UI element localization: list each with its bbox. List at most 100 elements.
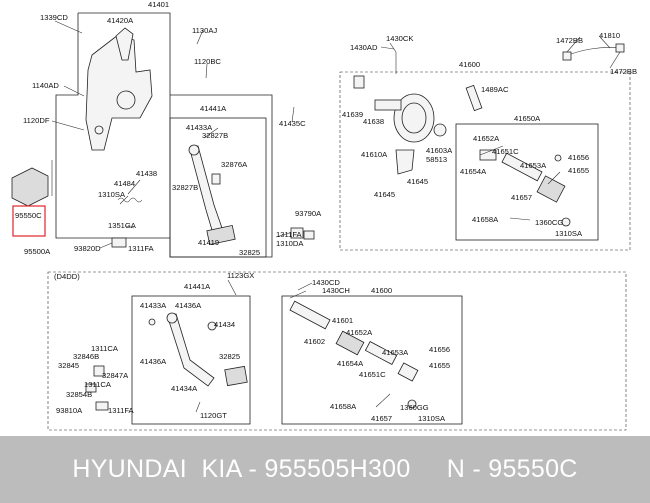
label-32846B: 32846B	[73, 352, 99, 361]
label-41650A: 41650A	[514, 114, 541, 123]
push-rod	[501, 152, 543, 182]
label-1311CA: 1311CA	[91, 344, 119, 353]
label-41610A: 41610A	[361, 150, 388, 159]
label-1140AD: 1140AD	[32, 81, 59, 90]
label-41420A: 41420A	[107, 16, 134, 25]
label-41653A: 41653A	[520, 161, 547, 170]
label-41601: 41601	[332, 316, 353, 325]
label-41658A: 41658A	[472, 215, 499, 224]
d4dd-pedal-pad	[224, 365, 248, 387]
label-41602: 41602	[304, 337, 325, 346]
label-1310DA: 1310DA	[276, 239, 304, 248]
label-41653A-2: 41653A	[382, 348, 409, 357]
stopper-part-2	[303, 230, 315, 240]
label-32847A: 32847A	[102, 371, 129, 380]
label-1310SA-3: 1310SA	[418, 414, 446, 423]
label-1311FA-3: 1311FA	[108, 406, 135, 415]
label-41433A: 41433A	[186, 123, 213, 132]
label-41438: 41438	[136, 169, 157, 178]
stopper-part	[290, 227, 304, 239]
label-41810: 41810	[599, 31, 620, 40]
cylinder-body	[536, 175, 566, 203]
label-41435C: 41435C	[279, 119, 306, 128]
clutch-switch-95550	[11, 167, 49, 207]
label-1130AJ: 1130AJ	[192, 26, 217, 35]
label-95550C: 95550C	[15, 211, 42, 220]
label-32827B-2: 32827B	[172, 183, 198, 192]
label-95500A: 95500A	[24, 247, 51, 256]
hose-41810	[565, 47, 621, 57]
label-41434A: 41434A	[171, 384, 198, 393]
bracket-hole	[116, 90, 136, 110]
fitting-41656	[554, 154, 562, 162]
parts-diagram-svg: 1339CD 41401 41420A 1130AJ 1120BC 1140AD…	[11, 0, 637, 431]
label-41654A-2: 41654A	[337, 359, 364, 368]
label-41638: 41638	[363, 117, 384, 126]
d4dd-pedal-frame	[131, 295, 251, 425]
label-93790A: 93790A	[295, 209, 322, 218]
label-41655: 41655	[568, 166, 589, 175]
label-41645: 41645	[374, 190, 395, 199]
label-41600-2: 41600	[371, 286, 392, 295]
label-32854B: 32854B	[66, 390, 92, 399]
label-41657-2: 41657	[371, 414, 392, 423]
pedal-pad	[206, 224, 236, 246]
label-1310SA: 1310SA	[98, 190, 126, 199]
label-1311FA: 1311FA	[128, 244, 155, 253]
d4dd-bushing-41434	[207, 321, 217, 331]
label-41656: 41656	[568, 153, 589, 162]
d4dd-part-1360GG	[407, 399, 417, 409]
label-93810A: 93810A	[56, 406, 83, 415]
label-32876A: 32876A	[221, 160, 248, 169]
clamp-1472BB	[562, 51, 572, 61]
d4dd-dashed-frame	[47, 271, 627, 431]
booster-rod	[374, 99, 402, 111]
label-41652A: 41652A	[473, 134, 500, 143]
label-1310SA-2: 1310SA	[555, 229, 583, 238]
bracket-group-frame	[55, 12, 273, 258]
label-32845: 32845	[58, 361, 79, 370]
label-41434: 41434	[214, 320, 235, 329]
label-41436A: 41436A	[175, 301, 202, 310]
d4dd-cylinder-frame	[281, 295, 463, 425]
label-41603A: 41603A	[426, 146, 453, 155]
d4dd-part-32854B	[85, 383, 97, 393]
bolt-part	[111, 237, 127, 248]
label-41656-2: 41656	[429, 345, 450, 354]
master-cylinder-frame	[455, 123, 599, 241]
label-1120GT: 1120GT	[200, 411, 227, 420]
bracket-1489AC	[465, 84, 483, 112]
footer-part-numbers: HYUNDAI KIA - 955505H300 N - 95550C	[72, 455, 578, 483]
label-41651C: 41651C	[492, 147, 519, 156]
pedal-pivot	[188, 144, 200, 156]
bracket-hole-small	[94, 125, 104, 135]
label-1360GG: 1360GG	[400, 403, 429, 412]
booster-dashed-frame	[339, 71, 631, 251]
label-41657: 41657	[511, 193, 532, 202]
return-spring	[117, 197, 143, 203]
label-32825: 32825	[239, 248, 260, 257]
pedal-group-frame	[169, 117, 267, 258]
hose-41645	[395, 149, 415, 175]
label-1311FA-2: 1311FA	[276, 230, 303, 239]
d4dd-cylinder-end	[397, 362, 419, 382]
label-1120BC: 1120BC	[194, 57, 221, 66]
d4dd-push-rod	[289, 300, 331, 330]
clamp-1472BB-2	[615, 43, 625, 53]
label-1430AD: 1430AD	[350, 43, 378, 52]
label-41639: 41639	[342, 110, 363, 119]
label-1430CD: 1430CD	[312, 278, 340, 287]
parts-diagram: 1339CD 41401 41420A 1130AJ 1120BC 1140AD…	[11, 0, 637, 431]
label-41436A-2: 41436A	[140, 357, 167, 366]
label-41652A-2: 41652A	[346, 328, 373, 337]
label-41419: 41419	[198, 238, 219, 247]
label-1360CG: 1360CG	[535, 218, 563, 227]
d4dd-cylinder-tube	[364, 341, 398, 365]
label-1489AC: 1489AC	[481, 85, 509, 94]
label-41654A: 41654A	[460, 167, 487, 176]
part-labels: 1339CD 41401 41420A 1130AJ 1120BC 1140AD…	[15, 0, 637, 423]
label-41600: 41600	[459, 60, 480, 69]
oring-58513	[433, 123, 447, 137]
label-41441A-2: 41441A	[184, 282, 211, 291]
label-1430CH: 1430CH	[322, 286, 350, 295]
